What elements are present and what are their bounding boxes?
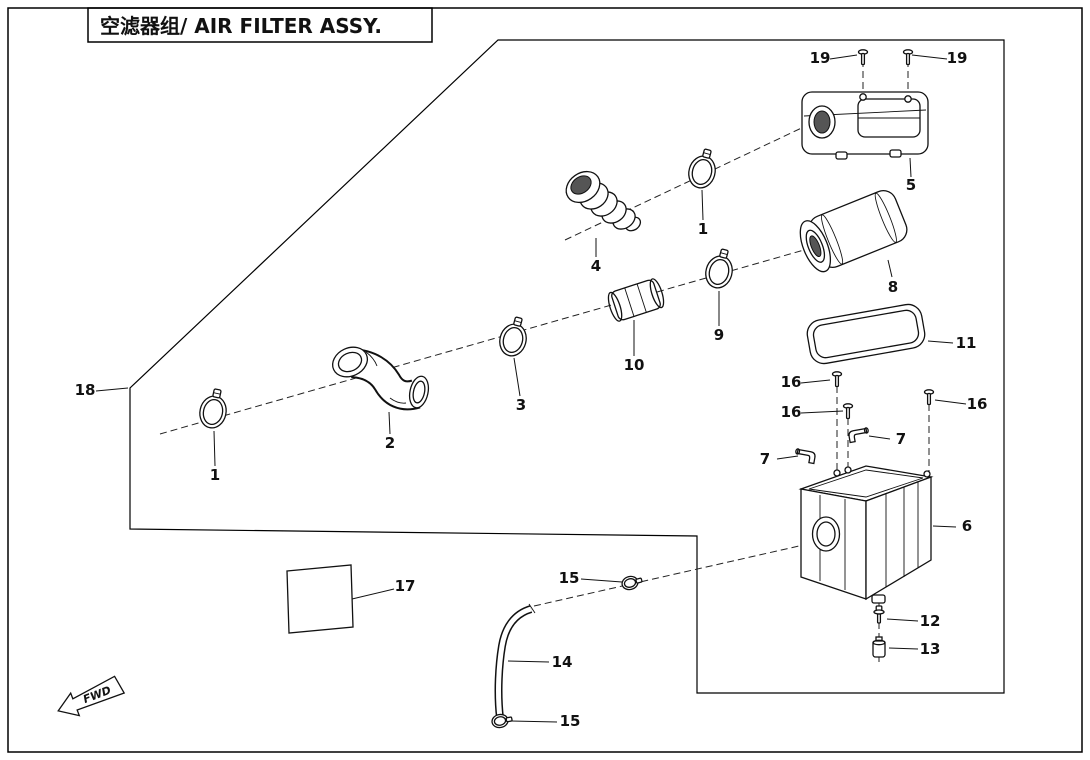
part-4-intake-duct <box>565 170 642 232</box>
callout-9: 9 <box>714 326 724 344</box>
leader-7-b <box>776 455 799 460</box>
part-12-screw <box>873 605 885 624</box>
leader-19-right <box>911 54 948 60</box>
callout-7-a: 7 <box>896 430 906 448</box>
title-box <box>87 7 433 43</box>
callout-15-a: 15 <box>559 569 580 587</box>
part-10-connector-tube <box>607 278 665 322</box>
centerline-main-axis <box>159 245 819 435</box>
part-3-clamp <box>495 313 533 360</box>
part-15-clamp-a <box>619 572 644 592</box>
callout-16-b: 16 <box>781 403 802 421</box>
part-16-screw-b <box>842 403 854 420</box>
callout-1-a: 1 <box>698 220 708 238</box>
callout-19-left: 19 <box>810 49 831 67</box>
part-1-clamp-a <box>684 145 722 192</box>
callout-2: 2 <box>385 434 395 452</box>
callout-15-b: 15 <box>560 712 581 730</box>
callout-14: 14 <box>552 653 573 671</box>
leader-8 <box>887 259 893 278</box>
callout-19-right: 19 <box>947 49 968 67</box>
page-border <box>7 7 1083 753</box>
callout-6: 6 <box>962 517 972 535</box>
callout-11: 11 <box>956 334 977 352</box>
part-8-filter-element <box>799 190 908 273</box>
callout-16-c: 16 <box>967 395 988 413</box>
part-5-filter-cover <box>801 91 929 160</box>
part-7-fitting-a <box>848 427 869 444</box>
leader-2 <box>388 411 391 435</box>
leader-15-a <box>580 578 623 583</box>
callout-13: 13 <box>920 640 941 658</box>
part-19-screw-right <box>902 49 914 66</box>
callout-3: 3 <box>516 396 526 414</box>
part-9-clamp <box>701 245 739 292</box>
leader-11 <box>927 340 954 344</box>
leader-7-a <box>868 435 891 440</box>
leader-18 <box>95 387 129 392</box>
fwd-arrow: FWD <box>57 675 126 717</box>
callout-10: 10 <box>624 356 645 374</box>
part-13-drain-plug <box>872 636 886 658</box>
callout-8: 8 <box>888 278 898 296</box>
centerline-hose <box>533 545 800 607</box>
callout-1-b: 1 <box>210 466 220 484</box>
leader-16-a <box>800 379 831 384</box>
part-6-filter-housing <box>798 465 934 604</box>
page-title: 空滤器组/ AIR FILTER ASSY. <box>100 14 382 38</box>
callout-7-b: 7 <box>760 450 770 468</box>
callout-16-a: 16 <box>781 373 802 391</box>
leader-14 <box>507 660 550 663</box>
part-15-clamp-b <box>490 711 514 730</box>
leader-16-c <box>934 399 967 405</box>
leader-5 <box>909 157 912 178</box>
part-17-label-sticker <box>286 564 354 634</box>
assembly-boundary-outline <box>129 39 1005 694</box>
leader-1a <box>701 189 704 221</box>
part-2-intake-elbow <box>331 346 430 411</box>
leader-1b <box>213 430 216 467</box>
callout-18: 18 <box>75 381 96 399</box>
centerline-upper-axis <box>564 123 811 241</box>
part-7-fitting-b <box>795 448 816 465</box>
leader-12 <box>886 618 919 622</box>
leader-19-left <box>829 54 858 60</box>
callout-4: 4 <box>591 257 601 275</box>
callout-12: 12 <box>920 612 941 630</box>
callout-17: 17 <box>395 577 416 595</box>
part-19-screw-left <box>857 49 869 66</box>
part-16-screw-c <box>923 389 935 406</box>
leader-3 <box>513 357 521 397</box>
callout-5: 5 <box>906 176 916 194</box>
leader-6 <box>932 525 957 528</box>
part-1-clamp-b <box>196 386 232 432</box>
leader-15-b <box>510 720 558 723</box>
leader-16-b <box>800 410 844 414</box>
leader-13 <box>888 647 919 650</box>
leader-17 <box>351 588 395 600</box>
part-16-screw-a <box>831 371 843 388</box>
part-11-gasket <box>806 303 926 365</box>
